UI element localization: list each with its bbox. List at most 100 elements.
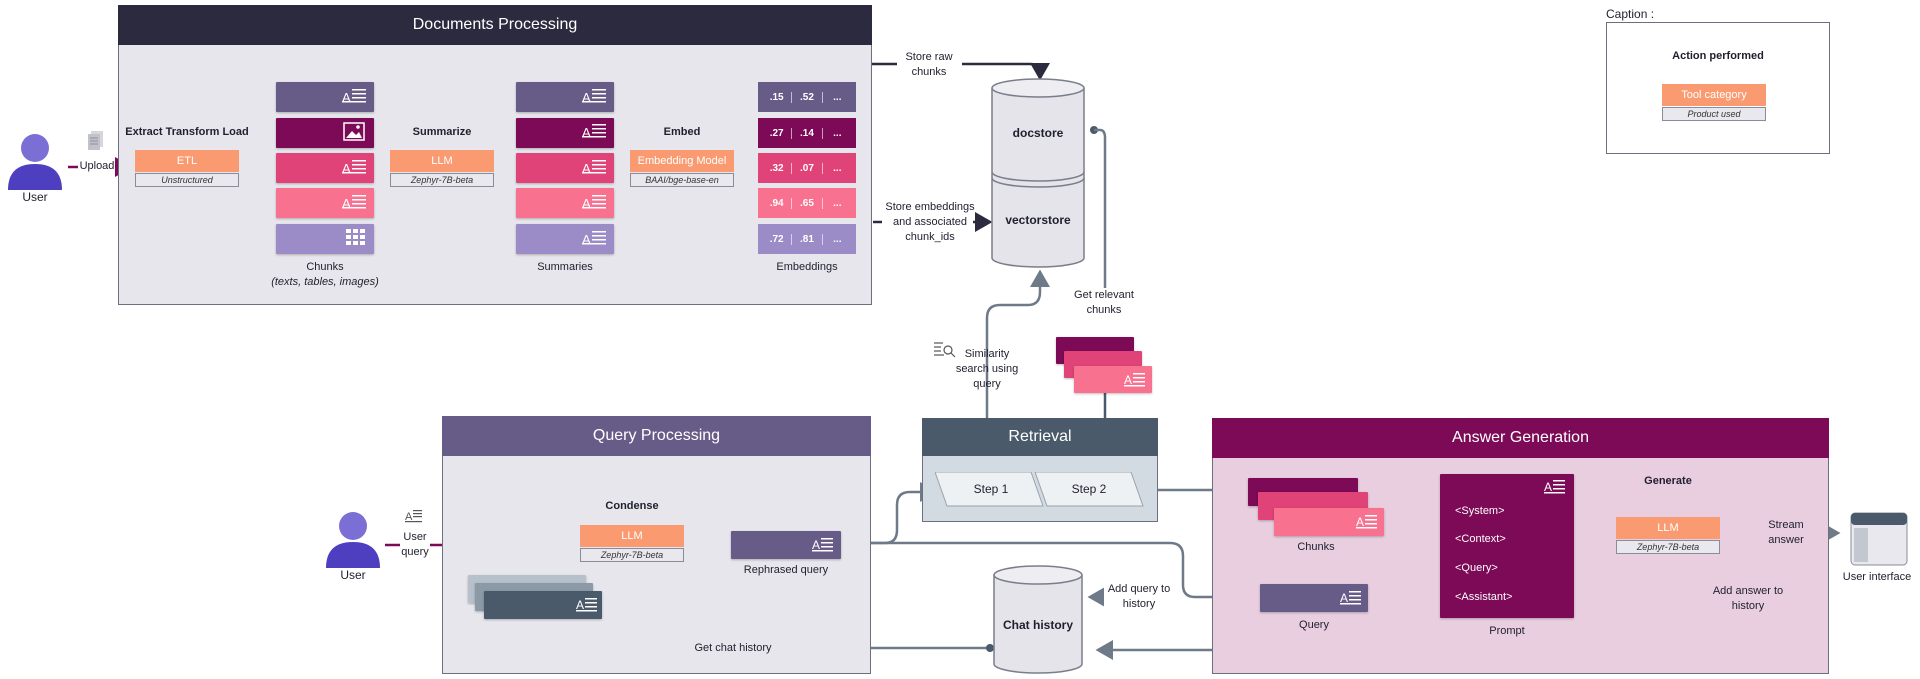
answer-query-label: Query <box>1299 619 1329 631</box>
generate-tool: LLM <box>1616 517 1720 539</box>
chunks-sublabel: (texts, tables, images) <box>271 276 379 288</box>
embeddings-label: Embeddings <box>776 261 838 273</box>
document-icon <box>88 131 103 150</box>
svg-text:A: A <box>582 196 591 211</box>
rephrased-query-card <box>731 531 841 559</box>
vectorstore-label: vectorstore <box>1005 213 1071 227</box>
text-doc-icon: A <box>1544 480 1565 494</box>
user-label-bottom: User <box>340 568 366 582</box>
caption-action: Action performed <box>1672 50 1764 62</box>
svg-text:A: A <box>405 511 413 523</box>
svg-text:A: A <box>342 90 351 105</box>
user-query-label: User query <box>401 531 429 558</box>
add-answer-history-label: Add answer to history <box>1710 584 1786 614</box>
svg-text:A: A <box>582 232 591 247</box>
embedding-value: ... <box>821 91 852 103</box>
svg-text:A: A <box>1124 373 1132 387</box>
embedding-value: .94 <box>769 197 784 209</box>
embedding-row: .27.14... <box>758 118 856 148</box>
embedding-value: ... <box>821 162 852 174</box>
svg-text:A: A <box>1340 591 1348 605</box>
browser-window-icon <box>1850 512 1908 566</box>
embed-product: BAAI/bge-base-en <box>630 173 734 187</box>
svg-text:A: A <box>582 125 591 140</box>
svg-text:A: A <box>342 196 351 211</box>
text-doc-icon: A <box>1340 591 1361 605</box>
embedding-value: .81 <box>791 233 821 245</box>
text-doc-icon: A <box>576 598 597 612</box>
embed-tool: Embedding Model <box>630 150 734 172</box>
text-doc-icon: A <box>342 89 366 105</box>
embedding-value: .14 <box>791 127 821 139</box>
embedding-value: .07 <box>791 162 821 174</box>
embed-step-label: Embed <box>663 126 701 138</box>
similarity-search-label: Similarity search using query <box>955 348 1019 390</box>
user-label-top: User <box>22 190 48 204</box>
caption-product: Product used <box>1662 107 1766 121</box>
caption-tool: Tool category <box>1662 84 1766 106</box>
text-doc-icon: A <box>342 160 366 176</box>
chunks-label: Chunks <box>306 261 344 273</box>
svg-text:A: A <box>1356 515 1364 529</box>
embedding-value: .15 <box>769 91 784 103</box>
user-avatar-icon <box>8 134 62 190</box>
condense-label: Condense <box>605 500 659 512</box>
embedding-value: ... <box>821 197 852 209</box>
documents-processing-panel <box>118 5 872 305</box>
upload-label: Upload <box>79 160 115 172</box>
chat-history-label: Chat history <box>1002 618 1073 632</box>
docstore-label: docstore <box>1012 126 1064 140</box>
embedding-value: .72 <box>769 233 784 245</box>
prompt-line-context: <Context> <box>1455 533 1506 545</box>
prompt-line-assistant: <Assistant> <box>1455 591 1513 603</box>
summarize-product: Zephyr-7B-beta <box>390 173 494 187</box>
table-icon <box>346 229 365 245</box>
embedding-value: .32 <box>769 162 784 174</box>
prompt-label: Prompt <box>1489 625 1525 637</box>
condense-tool: LLM <box>580 525 684 547</box>
svg-text:A: A <box>582 90 591 105</box>
embedding-value: ... <box>821 233 852 245</box>
embedding-value: .65 <box>791 197 821 209</box>
svg-text:A: A <box>342 161 351 176</box>
text-doc-icon: A A A A A <box>582 89 606 247</box>
get-relevant-chunks-label: Get relevant chunks <box>1074 289 1134 316</box>
retrieval-step-2[interactable]: Step 2 <box>1071 482 1107 496</box>
retrieval-step-1[interactable]: Step 1 <box>973 482 1009 496</box>
user-interface-label: User interface <box>1842 571 1912 583</box>
rephrased-query-label: Rephrased query <box>743 564 829 576</box>
embedding-value: .52 <box>791 91 821 103</box>
store-raw-chunks-label: Store raw chunks <box>905 51 953 78</box>
etl-step-label: Extract Transform Load <box>125 126 249 138</box>
svg-text:A: A <box>582 161 591 176</box>
add-query-history-label: Add query to history <box>1104 582 1174 612</box>
get-chat-history-label: Get chat history <box>690 641 776 656</box>
text-doc-icon: A <box>1356 515 1377 529</box>
prompt-box <box>1440 474 1574 618</box>
retrieval-steps <box>935 472 1144 507</box>
query-processing-title: Query Processing <box>442 416 871 456</box>
prompt-line-query: <Query> <box>1455 562 1498 574</box>
image-icon <box>343 122 365 141</box>
chat-history-cylinder <box>993 565 1083 674</box>
caption-box <box>1606 22 1830 154</box>
svg-text:A: A <box>576 598 584 612</box>
context-chunk-card <box>1274 508 1384 536</box>
docstore-vectorstore-cylinder <box>991 78 1085 268</box>
generate-label: Generate <box>1644 475 1692 487</box>
summarize-step-label: Summarize <box>412 126 472 138</box>
answer-generation-title: Answer Generation <box>1212 418 1829 458</box>
condense-product: Zephyr-7B-beta <box>580 548 684 562</box>
answer-chunks-label: Chunks <box>1297 541 1335 553</box>
retrieval-title: Retrieval <box>922 418 1158 456</box>
text-doc-icon: A <box>342 195 366 211</box>
embedding-row: .94 .65... <box>758 188 856 218</box>
etl-tool: ETL <box>135 150 239 172</box>
search-icon <box>934 342 956 358</box>
embedding-value: .27 <box>769 127 784 139</box>
retrieved-chunk-card <box>1074 366 1152 393</box>
etl-product: Unstructured <box>135 173 239 187</box>
embedding-row: .32 .07... <box>758 153 856 183</box>
svg-text:A: A <box>812 538 820 552</box>
